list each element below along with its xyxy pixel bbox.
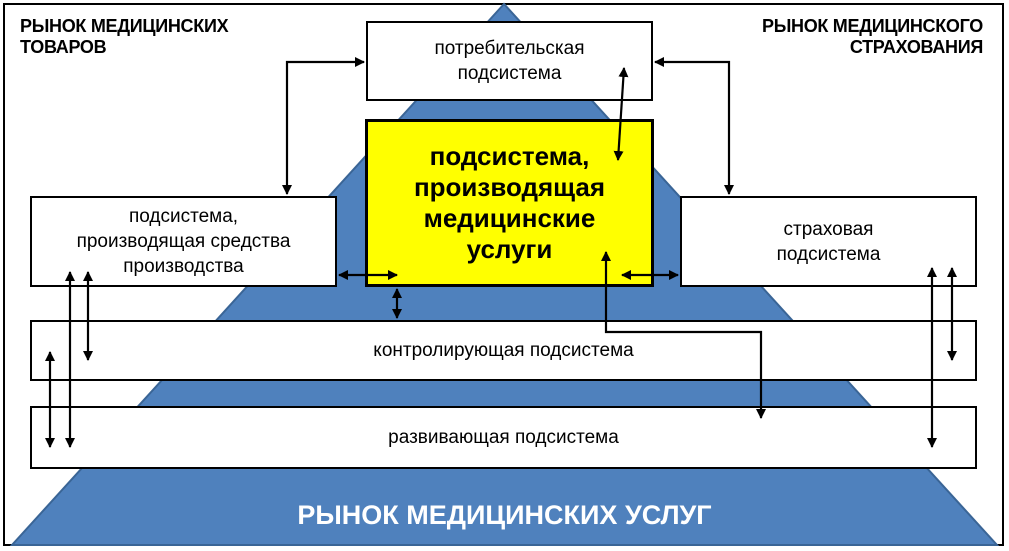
medical-goods-market-label: РЫНОК МЕДИЦИНСКИХ ТОВАРОВ [20, 16, 229, 57]
insurance-subsystem-box: страховая подсистема [680, 196, 977, 287]
control-subsystem-box: контролирующая подсистема [30, 320, 977, 381]
medical-insurance-market-label: РЫНОК МЕДИЦИНСКОГО СТРАХОВАНИЯ [761, 16, 983, 57]
consumer-subsystem-box: потребительская подсистема [366, 21, 653, 101]
medical-services-market-label: РЫНОК МЕДИЦИНСКИХ УСЛУГ [297, 500, 712, 530]
medical-services-producer-box: подсистема, производящая медицинские усл… [365, 119, 654, 287]
development-subsystem-box: развивающая подсистема [30, 406, 977, 469]
means-of-production-subsystem-box: подсистема, производящая средства произв… [30, 196, 337, 287]
